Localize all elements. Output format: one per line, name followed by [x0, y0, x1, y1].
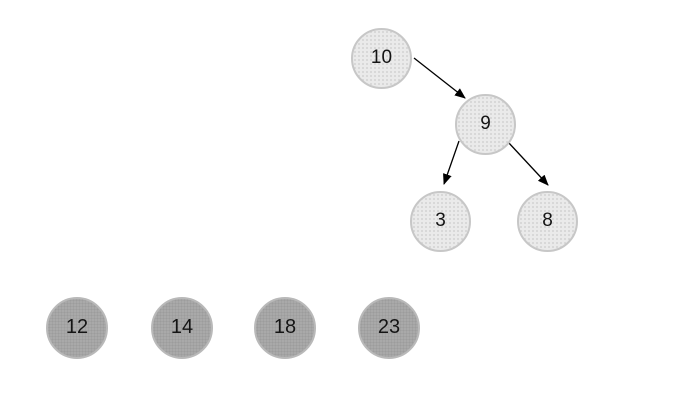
unlinked-node-12: 12 — [46, 297, 108, 359]
unlinked-node-23-label: 23 — [377, 316, 401, 338]
unlinked-node-14-label: 14 — [170, 316, 194, 338]
edge-9-8 — [507, 141, 549, 186]
unlinked-node-23: 23 — [358, 297, 420, 359]
unlinked-node-18: 18 — [254, 297, 316, 359]
unlinked-node-14: 14 — [151, 297, 213, 359]
tree-node-9-label: 9 — [480, 113, 491, 134]
tree-node-3: 3 — [410, 191, 471, 252]
tree-node-10-label: 10 — [370, 47, 393, 68]
edge-10-9 — [413, 57, 466, 99]
tree-node-3-label: 3 — [435, 210, 446, 231]
unlinked-node-18-label: 18 — [273, 316, 297, 338]
edge-9-3 — [443, 140, 460, 185]
tree-node-8: 8 — [517, 191, 578, 252]
unlinked-node-12-label: 12 — [65, 316, 89, 338]
tree-node-10: 10 — [351, 28, 412, 89]
tree-node-8-label: 8 — [542, 210, 553, 231]
tree-node-9: 9 — [455, 94, 516, 155]
